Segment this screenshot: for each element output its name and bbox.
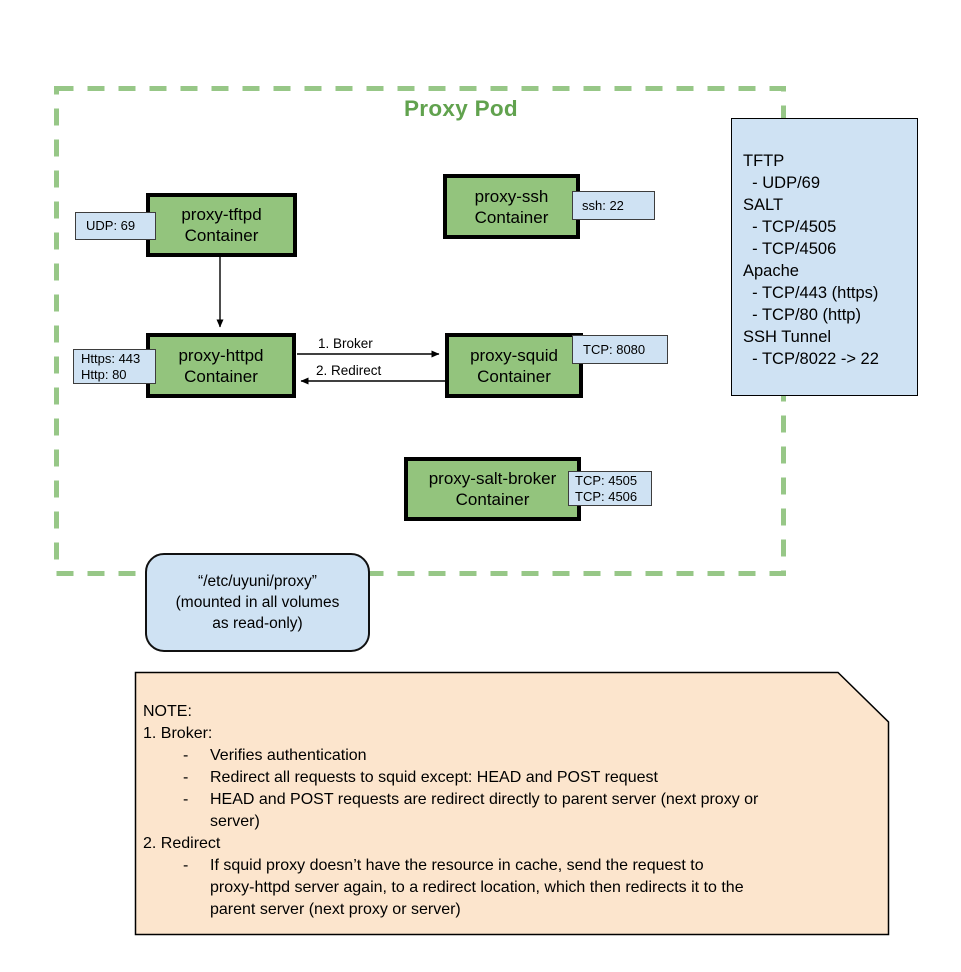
legend-line: - TCP/80 (http) <box>743 306 861 324</box>
container-type: Container <box>455 490 530 509</box>
legend-line: - TCP/4505 <box>743 218 837 236</box>
container-proxy-salt-broker: proxy-salt-broker Container <box>404 457 581 521</box>
proxy-pod-title: Proxy Pod <box>404 96 518 121</box>
note-line: server) <box>210 813 260 830</box>
bullet-dash: - <box>183 747 189 764</box>
legend-line: - TCP/443 (https) <box>743 284 879 302</box>
note-card-text: NOTE: 1. Broker: - Verifies authenticati… <box>143 701 883 921</box>
note-line: - If squid proxy doesn’t have the resour… <box>183 855 883 877</box>
container-type: Container <box>474 207 549 227</box>
ports-legend-box: TFTP - UDP/69 SALT - TCP/4505 - TCP/4506… <box>731 118 918 396</box>
arrow-label-redirect: 2. Redirect <box>316 363 382 378</box>
legend-line: - TCP/8022 -> 22 <box>743 350 879 368</box>
note-line: proxy-httpd server again, to a redirect … <box>210 879 744 896</box>
port-value: Http: 80 <box>81 366 127 382</box>
bullet-dash: - <box>183 857 189 874</box>
config-volume-note: “/etc/uyuni/proxy” (mounted in all volum… <box>145 553 370 652</box>
port-label-squid: TCP: 8080 <box>572 335 668 364</box>
container-name: proxy-ssh <box>474 186 549 206</box>
legend-line: Apache <box>743 262 799 280</box>
arrow-label-broker: 1. Broker <box>318 336 373 351</box>
container-name: proxy-squid <box>470 345 558 365</box>
port-label-salt-broker: TCP: 4505 TCP: 4506 <box>568 471 652 506</box>
note-line: NOTE: <box>143 703 192 720</box>
note-line-text: HEAD and POST requests are redirect dire… <box>210 791 759 808</box>
legend-line: TFTP <box>743 152 785 170</box>
note-line-text: Redirect all requests to squid except: H… <box>210 769 658 786</box>
port-label-httpd: Https: 443 Http: 80 <box>73 349 156 384</box>
port-label-tftpd: UDP: 69 <box>75 212 156 240</box>
container-proxy-squid: proxy-squid Container <box>445 333 583 398</box>
port-value: UDP: 69 <box>86 218 136 233</box>
port-value: ssh: 22 <box>582 197 624 213</box>
legend-line: - TCP/4506 <box>743 240 837 258</box>
note-line: 2. Redirect <box>143 835 221 852</box>
legend-line: SSH Tunnel <box>743 328 832 346</box>
note-line-text: Verifies authentication <box>210 747 367 764</box>
config-note-line: “/etc/uyuni/proxy” <box>198 573 317 590</box>
container-type: Container <box>477 366 551 386</box>
container-name: proxy-salt-broker <box>428 469 557 488</box>
bullet-dash: - <box>183 791 189 808</box>
note-line: - HEAD and POST requests are redirect di… <box>183 789 883 811</box>
config-note-line: as read-only) <box>212 615 303 632</box>
container-name: proxy-tftpd <box>181 205 262 224</box>
port-label-ssh: ssh: 22 <box>572 191 655 220</box>
port-value: TCP: 4505 <box>575 472 638 488</box>
container-proxy-ssh: proxy-ssh Container <box>443 174 580 239</box>
container-proxy-httpd: proxy-httpd Container <box>146 333 296 398</box>
note-card-shape <box>134 671 890 936</box>
container-type: Container <box>184 226 259 245</box>
note-line: - Verifies authentication <box>183 745 883 767</box>
legend-line: - UDP/69 <box>743 174 821 192</box>
note-line: - Redirect all requests to squid except:… <box>183 767 883 789</box>
container-proxy-tftpd: proxy-tftpd Container <box>146 193 297 257</box>
note-line: 1. Broker: <box>143 725 213 742</box>
note-line: parent server (next proxy or server) <box>210 901 461 918</box>
container-type: Container <box>184 366 258 386</box>
legend-line: SALT <box>743 196 784 214</box>
note-line-text: If squid proxy doesn’t have the resource… <box>210 857 704 874</box>
port-value: Https: 443 <box>81 350 141 366</box>
bullet-dash: - <box>183 769 189 786</box>
config-note-line: (mounted in all volumes <box>175 594 340 611</box>
container-name: proxy-httpd <box>178 345 264 365</box>
port-value: TCP: 4506 <box>575 488 638 504</box>
port-value: TCP: 8080 <box>583 341 646 357</box>
